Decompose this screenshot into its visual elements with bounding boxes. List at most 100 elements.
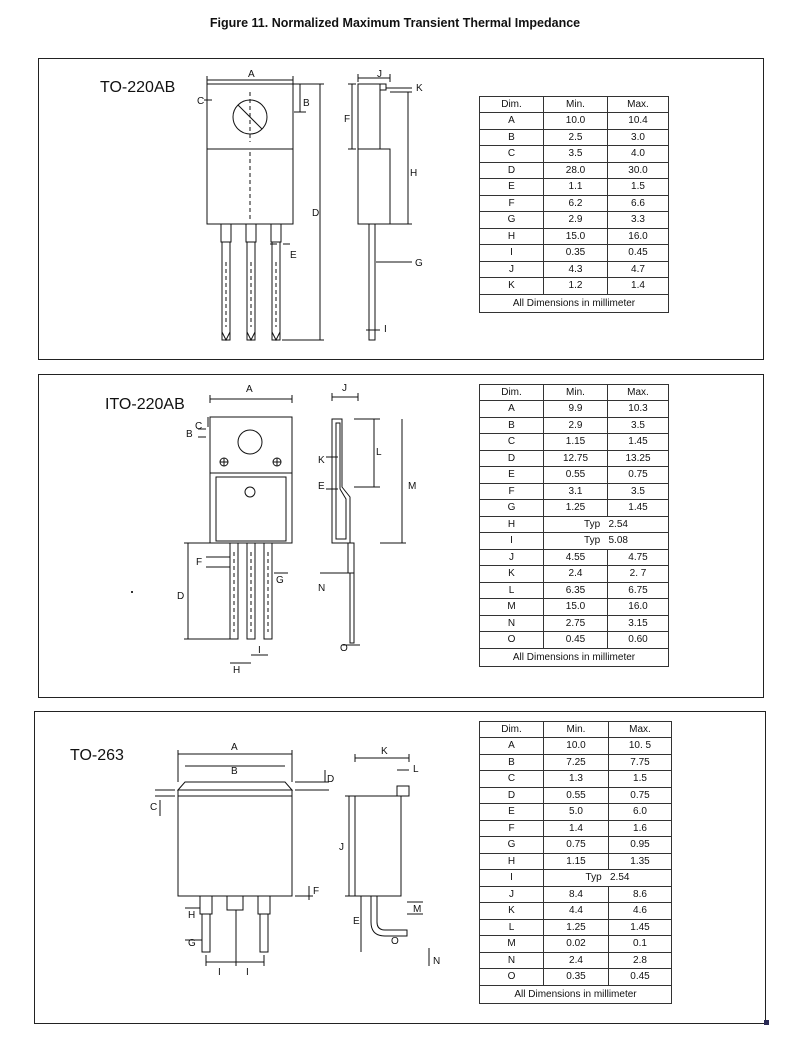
figure-title: Figure 11. Normalized Maximum Transient …: [209, 16, 581, 30]
dim-label-k: K: [381, 746, 388, 757]
min-cell: 3.1: [543, 482, 608, 500]
min-cell: 1.25: [543, 918, 609, 936]
dim-cell: H: [479, 852, 544, 870]
dim-label-k: K: [416, 83, 423, 94]
dim-label-n: N: [433, 956, 440, 967]
dim-label-h: H: [233, 665, 240, 676]
dim-label-m: M: [413, 904, 421, 915]
dim-label-g: G: [188, 938, 196, 949]
dim-label-e: E: [290, 250, 297, 261]
max-cell: 13.25: [607, 449, 669, 467]
max-cell: 4.75: [607, 548, 669, 566]
max-cell: 0.45: [607, 244, 669, 262]
dim-cell: B: [479, 753, 544, 771]
dim-cell: E: [479, 466, 544, 484]
min-cell: 15.0: [543, 227, 608, 245]
dim-label-b: B: [231, 766, 238, 777]
dim-label-n: N: [318, 583, 325, 594]
dim-cell: J: [479, 885, 544, 903]
header-min: Min.: [543, 721, 609, 738]
dim-cell: D: [479, 449, 544, 467]
table-header-row: Dim. Min. Max.: [479, 96, 669, 113]
dim-cell: A: [479, 400, 544, 418]
max-cell: 1.5: [607, 178, 669, 196]
max-cell: 8.6: [608, 885, 672, 903]
max-cell: 0.45: [608, 968, 672, 986]
dim-cell: M: [479, 935, 544, 953]
min-cell: 1.25: [543, 499, 608, 517]
table-note: All Dimensions in millimeter: [479, 984, 672, 1004]
min-cell: 1.15: [543, 433, 608, 451]
dim-cell: K: [479, 902, 544, 920]
dim-label-m: M: [408, 481, 416, 492]
dim-cell: K: [479, 565, 544, 583]
max-cell: 3.5: [607, 416, 669, 434]
min-cell: 4.3: [543, 260, 608, 278]
header-max: Max.: [608, 721, 672, 738]
dim-label-f: F: [313, 886, 319, 897]
dim-cell: F: [479, 819, 544, 837]
dim-cell: N: [479, 951, 544, 969]
max-cell: 1.6: [608, 819, 672, 837]
max-cell: 3.3: [607, 211, 669, 229]
header-dim: Dim.: [479, 96, 544, 113]
max-cell: 6.0: [608, 803, 672, 821]
dim-cell: I: [479, 244, 544, 262]
header-max: Max.: [607, 96, 669, 113]
max-cell: 1.45: [607, 499, 669, 517]
dim-label-i: I: [258, 645, 261, 656]
dim-label-l: L: [376, 447, 382, 458]
to-263-drawing: A B C D F H G I I K L J E M O N: [150, 742, 440, 978]
table-note-row: All Dimensions in millimeter: [479, 984, 672, 1004]
min-cell: 4.55: [543, 548, 608, 566]
header-dim: Dim.: [479, 721, 544, 738]
dim-label-o: O: [391, 936, 399, 947]
max-cell: 2.8: [608, 951, 672, 969]
min-cell: 0.55: [543, 466, 608, 484]
dim-cell: I: [479, 869, 544, 887]
package-label-ito-220ab: ITO-220AB: [105, 396, 185, 413]
dim-cell: L: [479, 918, 544, 936]
max-cell: 1.35: [608, 852, 672, 870]
dim-label-i: I: [384, 324, 387, 335]
max-cell: 0.75: [608, 786, 672, 804]
max-cell: 1.45: [607, 433, 669, 451]
min-cell: 2.4: [543, 951, 609, 969]
min-cell: 2.9: [543, 416, 608, 434]
dim-label-h: H: [188, 910, 195, 921]
max-cell: 10.3: [607, 400, 669, 418]
dim-cell: D: [479, 161, 544, 179]
dim-label-c: C: [197, 96, 204, 107]
typ-cell: Typ 2.54: [543, 869, 672, 887]
table-note-row: All Dimensions in millimeter: [479, 293, 669, 313]
max-cell: 3.5: [607, 482, 669, 500]
table-note: All Dimensions in millimeter: [479, 647, 669, 667]
max-cell: 4.6: [608, 902, 672, 920]
max-cell: 4.0: [607, 145, 669, 163]
table-note: All Dimensions in millimeter: [479, 293, 669, 313]
min-cell: 28.0: [543, 161, 608, 179]
max-cell: 0.95: [608, 836, 672, 854]
dim-label-b: B: [186, 429, 193, 440]
